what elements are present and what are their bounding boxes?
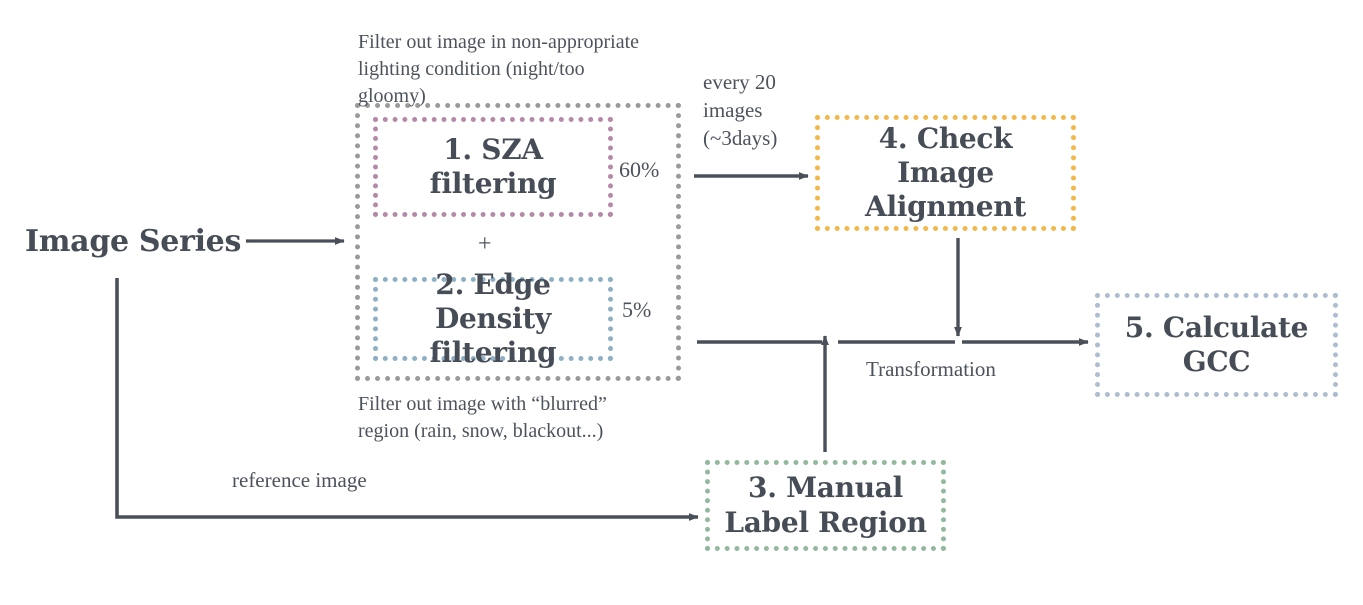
pass-rate-edge-density: 5%: [622, 297, 652, 322]
edge-label-every-20-images: every 20 images (~3days): [703, 70, 778, 151]
node-edge-density-filtering[interactable]: 2. Edge Density filtering: [373, 268, 613, 369]
node-manual-label-region[interactable]: 3. Manual Label Region: [705, 460, 946, 551]
combiner-plus-symbol: +: [478, 231, 492, 257]
edge-label-transformation: Transformation: [866, 357, 996, 381]
edge-label-reference-image: reference image: [232, 468, 367, 492]
pass-rate-sza: 60%: [619, 157, 660, 182]
node-calculate-gcc[interactable]: 5. Calculate GCC: [1095, 293, 1338, 397]
note-blurred-region: Filter out image with “blurred” region (…: [358, 393, 607, 442]
filtering-group-box[interactable]: [355, 103, 681, 381]
entry-label-image-series: Image Series: [25, 224, 242, 259]
node-check-image-alignment[interactable]: 4. Check Image Alignment: [815, 115, 1076, 231]
node-sza-filtering[interactable]: 1. SZA filtering: [373, 117, 613, 217]
note-lighting-condition: Filter out image in non-appropriate ligh…: [358, 31, 640, 107]
